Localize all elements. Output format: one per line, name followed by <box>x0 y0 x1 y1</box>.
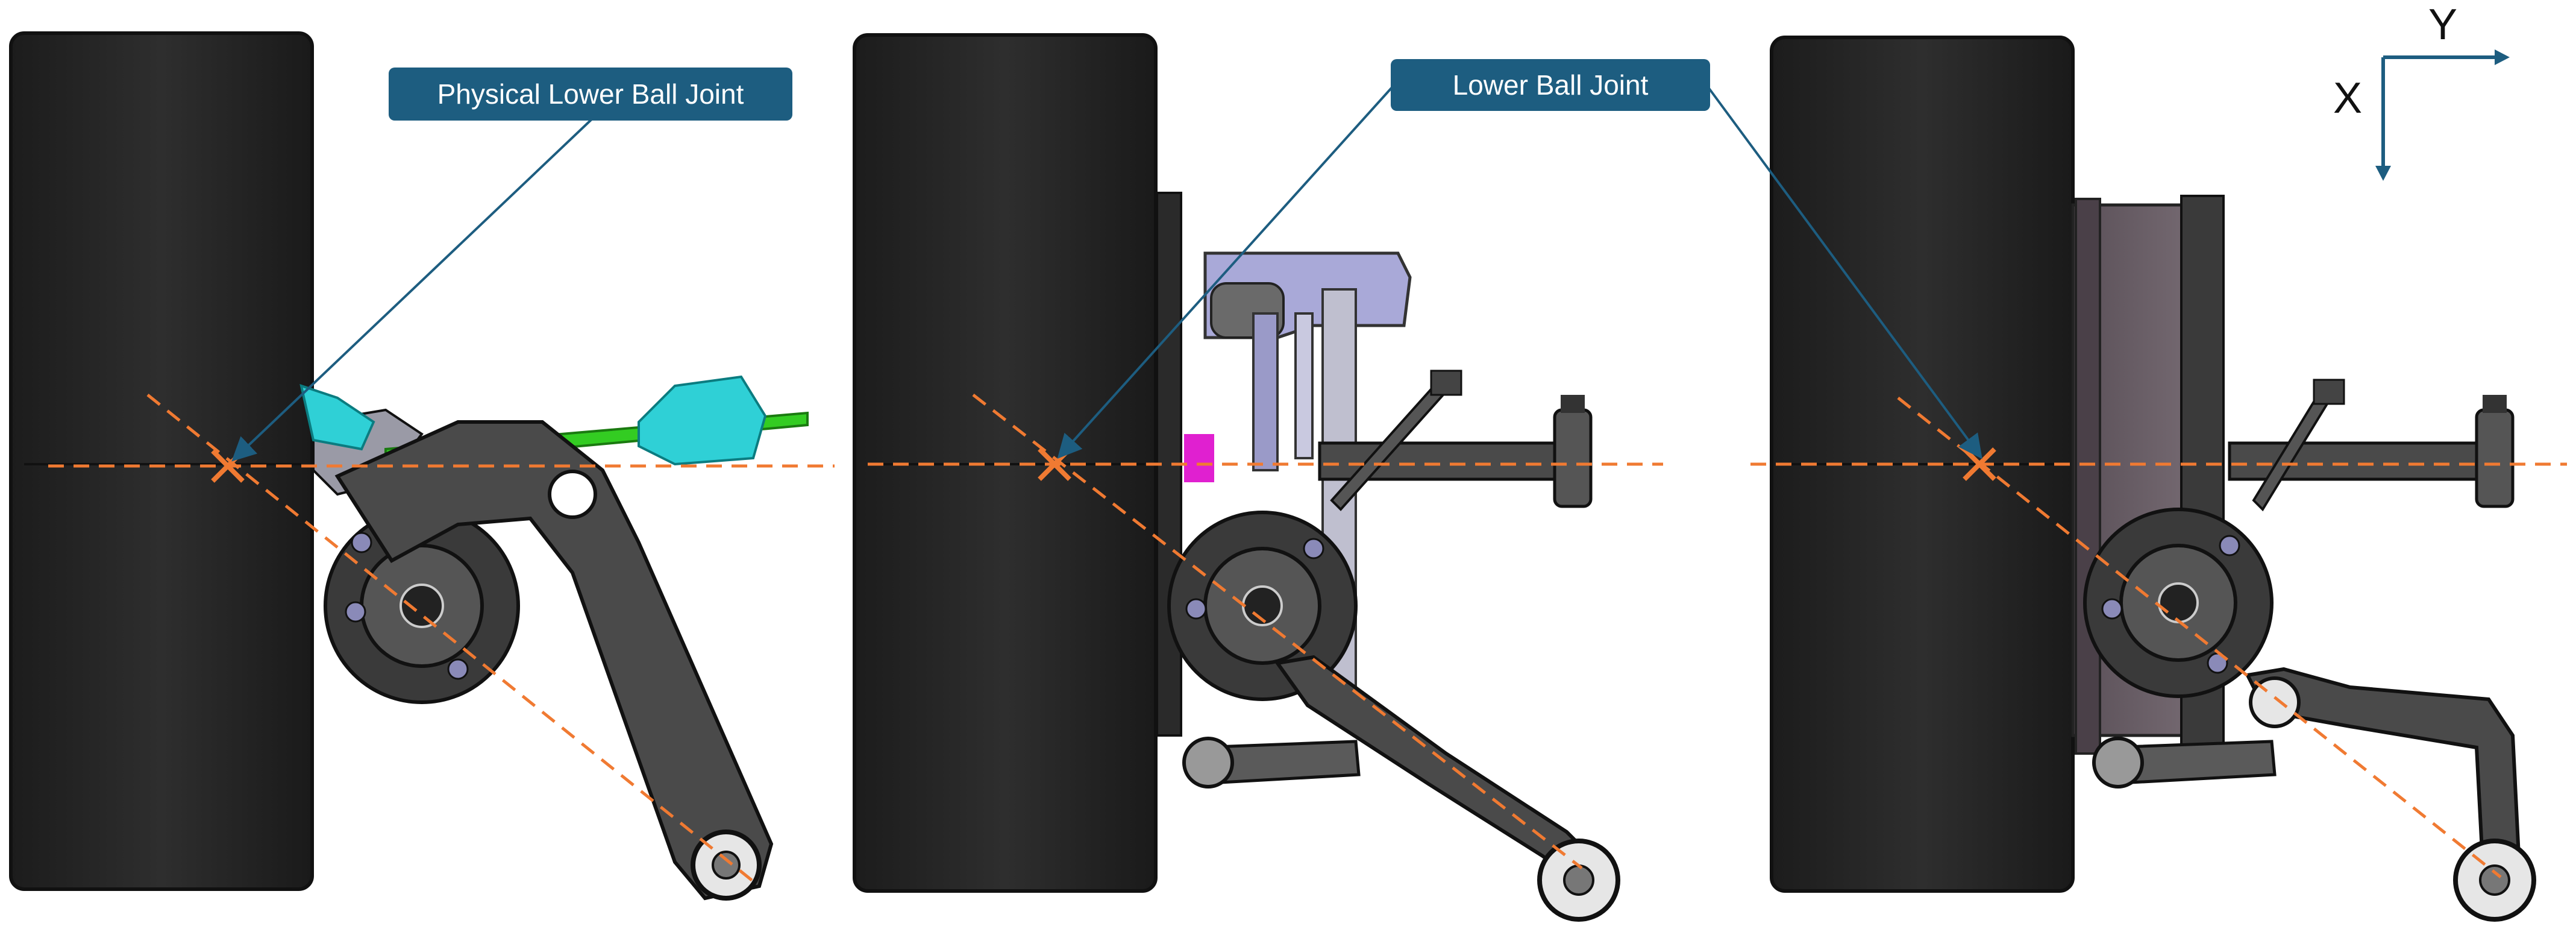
driveshaft-1 <box>299 375 809 466</box>
hub-assembly-3 <box>2083 508 2274 698</box>
view-3 <box>1707 36 2567 922</box>
diagonal-reference-line-3 <box>1897 397 2502 878</box>
leader-line-3 <box>1707 86 1982 459</box>
hub-assembly-2 <box>1167 511 1358 701</box>
highlight-part-2 <box>1184 434 1214 482</box>
coordinate-axes <box>2375 49 2510 181</box>
lower-link-3 <box>2092 667 2536 922</box>
view-2 <box>853 33 1663 922</box>
lower-ball-joint-callout: Lower Ball Joint <box>1391 59 1710 111</box>
physical-lower-ball-joint-callout: Physical Lower Ball Joint <box>389 68 792 121</box>
tire-1 <box>9 31 314 891</box>
diagonal-reference-line-1 <box>146 394 760 887</box>
lateral-link-3 <box>2228 379 2515 512</box>
control-arm-1 <box>334 420 774 901</box>
diagonal-reference-line-2 <box>972 394 1583 869</box>
lower-link-2 <box>1182 655 1620 922</box>
lateral-link-2 <box>1318 370 1593 511</box>
x-axis-label: X <box>2333 74 2363 122</box>
leader-line-2 <box>1057 86 1393 459</box>
leader-line-1 <box>231 116 595 462</box>
y-axis-label: Y <box>2428 1 2458 49</box>
view-1 <box>9 31 835 901</box>
